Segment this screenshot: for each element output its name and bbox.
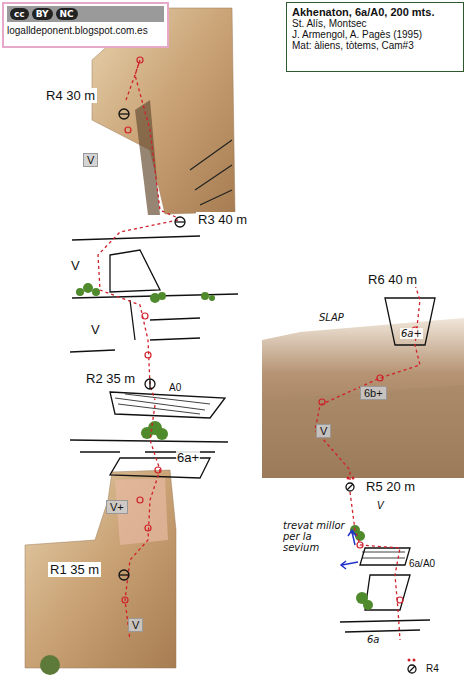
title-box: Akhenaton, 6a/A0, 200 mts.St. Alís, Mont… xyxy=(286,2,464,72)
route-title: Akhenaton, 6a/A0, 200 mts. xyxy=(292,6,458,18)
note-label: SLAP xyxy=(318,312,345,323)
grade-label: 6a xyxy=(366,634,381,645)
grade-label: V xyxy=(128,618,143,632)
grade-label: 6b+ xyxy=(360,386,387,400)
belay-label: R2 35 m xyxy=(84,371,137,386)
blog-url: logalldeponent.blogspot.com.es xyxy=(7,25,164,36)
grade-label: 6a/A0 xyxy=(408,558,436,569)
belay-label: R3 40 m xyxy=(196,212,249,227)
grade-label: V+ xyxy=(106,500,128,514)
belay-label: R5 20 m xyxy=(364,479,417,494)
grade-label: V xyxy=(376,500,385,511)
grade-label: V xyxy=(83,153,98,167)
grade-label: V xyxy=(90,322,101,337)
grade-label: A0 xyxy=(168,382,182,393)
note-label: trevat millor per la sevium xyxy=(282,520,346,553)
license-box: ccBYNC logalldeponent.blogspot.com.es xyxy=(2,2,169,48)
license-icon: BY xyxy=(32,8,53,20)
belay-label: R4 30 m xyxy=(44,88,97,103)
grade-label: 6a+ xyxy=(400,328,423,339)
belay-label: R1 35 m xyxy=(48,562,101,577)
route-info: St. Alís, Montsec xyxy=(292,18,458,29)
license-icon: cc xyxy=(10,8,29,20)
belay-label: R6 40 m xyxy=(366,272,419,287)
belay-label: R4 xyxy=(424,663,441,674)
grade-label: 6a+ xyxy=(176,450,200,465)
license-icon: NC xyxy=(56,8,78,20)
route-info: Mat: àliens, tòtems, Cam#3 xyxy=(292,40,458,51)
icon-row: ccBYNC xyxy=(7,6,164,22)
grade-label: V xyxy=(70,258,81,273)
grade-label: V xyxy=(316,424,331,438)
route-info: J. Armengol, A. Pagès (1995) xyxy=(292,29,458,40)
